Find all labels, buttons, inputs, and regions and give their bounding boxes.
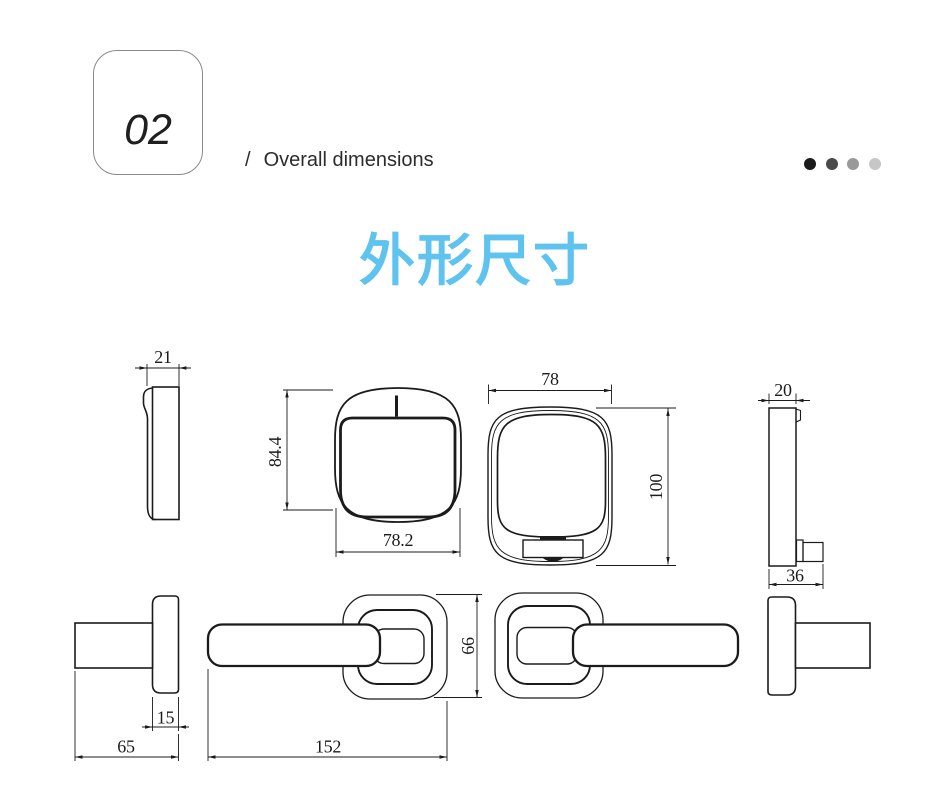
- handle-front-left-view: 152 66: [206, 594, 482, 761]
- dim-back-height: 84.4: [265, 437, 285, 468]
- pagination-dot-2[interactable]: [825, 158, 838, 170]
- handle-side-left-view: 15 65: [74, 595, 189, 761]
- section-number: 02: [124, 106, 172, 154]
- page-title: 外形尺寸: [359, 229, 591, 292]
- section-number-box: 02: [93, 50, 203, 175]
- back-escutcheon-side-view: 21: [135, 347, 191, 521]
- handle-side-right-view: [767, 596, 871, 696]
- section-caption: / Overall dimensions: [245, 149, 434, 172]
- dim-front-width: 78: [541, 369, 559, 389]
- dim-handle-length: 152: [315, 737, 341, 757]
- pagination-dot-4[interactable]: [868, 158, 881, 170]
- handle-front-right-view: [494, 592, 740, 699]
- pagination-dots: [804, 158, 881, 170]
- pagination-dot-3[interactable]: [847, 158, 859, 170]
- caption-slash: /: [245, 149, 251, 171]
- dim-rose-thickness: 15: [157, 708, 175, 728]
- dim-front-side-width: 20: [774, 380, 792, 400]
- dim-back-width: 78.2: [383, 530, 413, 550]
- pagination-dot-1[interactable]: [804, 158, 816, 170]
- dim-rose-height: 66: [458, 637, 478, 655]
- back-escutcheon-front-view: 84.4 78.2: [265, 387, 462, 557]
- dim-front-side-depth: 36: [786, 566, 804, 586]
- dim-front-height: 100: [646, 474, 666, 500]
- dim-back-side-width: 21: [154, 347, 171, 367]
- front-escutcheon-side-view: 20 36: [758, 380, 824, 589]
- dim-handle-projection: 65: [117, 737, 135, 757]
- section-title: Overall dimensions: [263, 149, 434, 171]
- front-escutcheon-front-view: 78 100: [487, 369, 676, 566]
